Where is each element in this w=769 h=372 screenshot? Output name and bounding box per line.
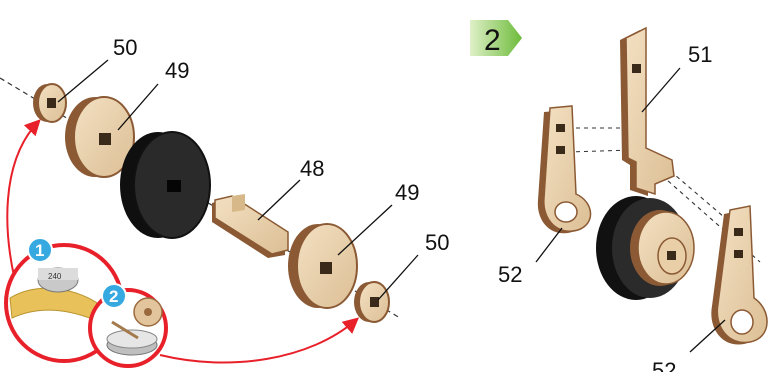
tire-black [120, 131, 211, 239]
gear-part-icon [133, 297, 163, 327]
sandpaper-grit: 240 [48, 272, 62, 281]
leader-48 [257, 179, 301, 221]
washer-50-left [33, 83, 67, 123]
axle-48 [212, 194, 289, 258]
label-49-left: 49 [165, 58, 189, 83]
wheel-49-left [65, 96, 135, 178]
step-1-number: 1 [35, 241, 44, 260]
bracket-52-left [537, 105, 592, 234]
leader-52-right [689, 319, 726, 353]
bracket-51 [620, 26, 675, 196]
leader-51 [641, 67, 681, 113]
leader-52-left [535, 227, 563, 263]
label-52-left: 52 [498, 262, 522, 287]
leader-50-right [377, 254, 419, 301]
inset-prep-steps: 240 1 2 [4, 119, 360, 368]
step-number: 2 [484, 24, 501, 57]
label-51: 51 [688, 42, 712, 67]
sanding-roll-icon: 240 [37, 267, 79, 293]
label-48: 48 [300, 156, 324, 181]
wheel-assembly-right [596, 196, 695, 300]
wheel-49-right [288, 223, 358, 309]
label-50-right: 50 [425, 230, 449, 255]
glue-bowl-icon [106, 320, 158, 356]
step-2-header-badge: 2 [470, 20, 522, 57]
leader-50-left [57, 59, 109, 103]
bracket-52-right [711, 205, 768, 345]
leader-49-left [117, 83, 159, 131]
step-2-badge: 2 [101, 283, 127, 309]
leader-49-right [337, 204, 393, 256]
step-1-badge: 1 [27, 237, 53, 263]
step-2-number: 2 [109, 287, 118, 306]
washer-50-right [354, 281, 390, 323]
label-52-right: 52 [652, 358, 676, 372]
arrow-to-right-washer [159, 317, 360, 364]
label-49-right: 49 [395, 180, 419, 205]
label-50-left: 50 [113, 35, 137, 60]
